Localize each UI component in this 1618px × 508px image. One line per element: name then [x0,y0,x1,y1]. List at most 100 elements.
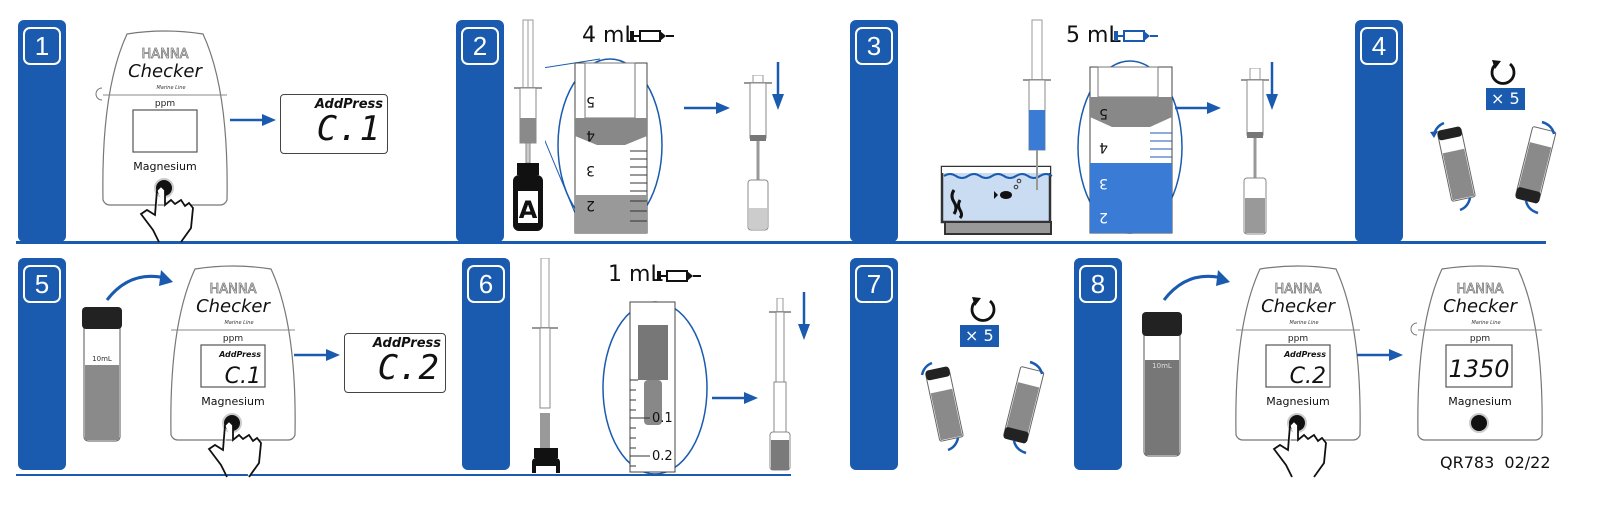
model-logo: Checker [1261,296,1336,317]
model-logo: Checker [128,61,203,82]
result-reading: 1350 [1448,355,1509,383]
scale-label: 2 [1099,209,1108,225]
brand-logo: HANNA [1274,282,1321,297]
curved-arrow-icon [105,270,173,301]
syringe-icon [1114,30,1158,42]
add-press-label: AddPress [218,350,261,359]
step-tab-5: 5 [18,258,66,470]
product-line-label: Marine Line [156,85,185,91]
add-press-label: AddPress [372,336,441,351]
syringe-zoom-callout: 5 4 3 2 [1077,60,1183,234]
display-code: C.1 [225,364,261,389]
hand-press-icon [1272,419,1327,478]
power-button[interactable] [1469,413,1489,433]
step-number: 3 [855,27,893,65]
scale-label: 0.1 [652,411,673,426]
lcd-display: AddPress C.2 [344,333,446,393]
document-code: QR783 02/22 [1440,453,1551,472]
brand-logo: HANNA [141,47,188,62]
inverting-vials [1430,120,1557,215]
row-divider-top [16,241,1546,244]
scale-label: 4 [586,127,595,143]
syringe-in-bottle: A [513,19,543,231]
syringe-into-vial [744,75,772,231]
display-code: C.2 [377,348,439,388]
display-code: C.2 [1290,364,1326,389]
scale-label: 3 [1099,175,1108,191]
fish-icon [1000,191,1012,199]
step-number: 7 [855,265,893,303]
scale-label: 3 [586,162,595,178]
product-line-label: Marine Line [1289,320,1318,326]
syringe-in-aquarium [1023,19,1051,190]
parameter-label: Magnesium [1266,395,1329,408]
volume-label: 5 mL [1066,23,1121,48]
syringe-into-vial [769,298,791,471]
bottle-label: B [538,469,553,473]
rotate-icon [970,297,996,322]
syringe-into-vial [1241,68,1269,235]
scale-label: 5 [1099,105,1108,121]
scale-label: 0.2 [652,449,673,464]
volume-label: 4 mL [582,23,637,48]
arrow-down-icon [798,292,810,340]
product-line-label: Marine Line [224,320,253,326]
scale-label: 4 [1099,139,1108,155]
curved-arrow-icon [1162,270,1230,301]
step-number: 8 [1079,265,1117,303]
sample-vial: 10mL [1142,312,1182,457]
meter-illustration: HANNA Checker Marine Line ppm Magnesium [95,30,228,243]
step-number: 4 [1360,27,1398,65]
display-code: C.1 [316,109,381,149]
brand-logo: HANNA [1456,282,1503,297]
step-tab-3: 3 [850,20,898,242]
syringe-in-bottle: B [532,258,560,473]
arrow-right-icon [712,392,758,404]
unit-label: ppm [1288,334,1308,344]
step-number: 2 [461,27,499,65]
row-divider-bottom [16,474,791,476]
syringe-zoom-callout: 0.1 0.2 [602,301,708,475]
unit-label: ppm [223,334,243,344]
rotate-icon [1490,60,1516,85]
sample-vial: 10mL [82,307,122,442]
arrow-right-icon [1357,349,1403,361]
syringe-icon [657,270,701,282]
unit-label: ppm [1470,334,1490,344]
step-tab-4: 4 [1355,20,1403,242]
bottle-label: A [519,196,538,224]
volume-label: 1 mL [608,262,663,287]
meter-illustration: HANNA Checker Marine Line ppm 1350 Magne… [1410,265,1543,441]
step-number: 1 [23,27,61,65]
syringe-icon [630,30,674,42]
lcd-screen [200,344,266,388]
scale-label: 5 [586,93,595,109]
hand-press-icon [139,184,194,243]
brand-logo: HANNA [209,282,256,297]
arrow-right-icon [294,349,340,361]
meter-illustration: HANNA Checker Marine Line ppm AddPress C… [170,265,296,478]
lcd-display: AddPress C.1 [280,94,388,154]
arrow-down-icon [772,62,784,110]
vial-mark: 10mL [92,355,112,363]
step-tab-6: 6 [462,258,510,470]
lcd-screen [1265,344,1331,388]
step-tab-2: 2 [456,20,504,242]
inverting-vials [920,360,1045,455]
meter-illustration: HANNA Checker Marine Line ppm AddPress C… [1235,265,1361,478]
add-press-label: AddPress [1283,350,1326,359]
repeat-badge: × 5 [1486,88,1525,110]
lcd-screen [1445,344,1513,388]
unit-label: ppm [155,99,175,109]
hand-press-icon [207,419,262,478]
arrow-right-icon [230,114,276,126]
parameter-label: Magnesium [1448,395,1511,408]
parameter-label: Magnesium [201,395,264,408]
syringe-zoom-callout: 5 4 3 2 [545,58,663,234]
step-number: 5 [23,265,61,303]
lcd-screen [132,109,198,153]
arrow-right-icon [1175,102,1221,114]
scale-label: 2 [586,197,595,213]
arrow-right-icon [684,102,730,114]
arrow-down-icon [1266,62,1278,110]
